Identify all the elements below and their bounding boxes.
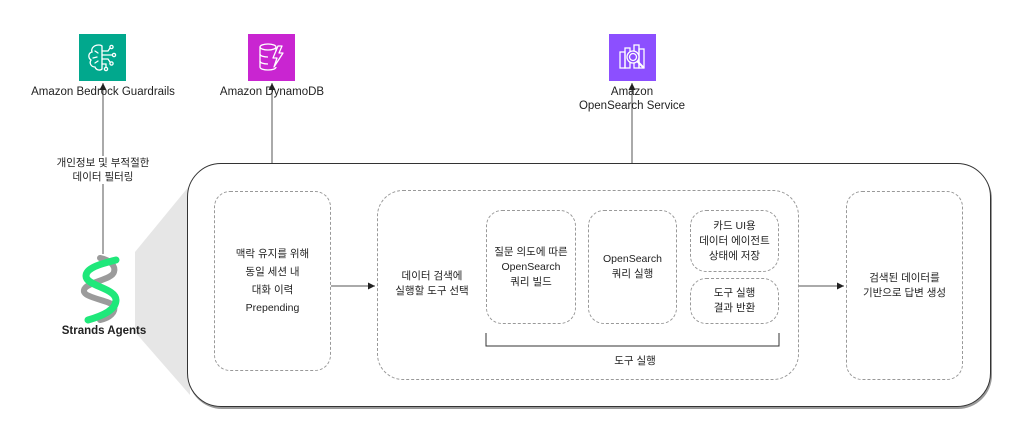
guardrails-edge-label: 개인정보 및 부적절한 데이터 필터링 xyxy=(45,156,161,184)
step-context-prepending[interactable]: 맥락 유지를 위해 동일 세션 내 대화 이력 Prepending xyxy=(214,191,331,371)
dynamodb-label: Amazon DynamoDB xyxy=(219,86,325,98)
step-return-result[interactable]: 도구 실행 결과 반환 xyxy=(690,278,779,324)
step-context-text: 맥락 유지를 위해 동일 세션 내 대화 이력 Prepending xyxy=(235,248,310,314)
bedrock-guardrails-icon xyxy=(79,34,126,81)
step-save-state[interactable]: 카드 UI용 데이터 에이전트 상태에 저장 xyxy=(690,210,779,272)
step-query-exec[interactable]: OpenSearch 쿼리 실행 xyxy=(588,210,677,324)
guardrails-label: Amazon Bedrock Guardrails xyxy=(31,86,175,98)
step-save-state-text: 카드 UI용 데이터 에이전트 상태에 저장 xyxy=(699,219,770,262)
zoom-funnel xyxy=(135,185,190,395)
step-tool-select-text: 데이터 검색에 실행할 도구 선택 xyxy=(395,270,469,297)
step-query-build[interactable]: 질문 의도에 따른 OpenSearch 쿼리 빌드 xyxy=(486,210,576,324)
step-query-exec-text: OpenSearch 쿼리 실행 xyxy=(603,253,662,280)
strands-agents-label: Strands Agents xyxy=(61,325,147,337)
step-return-result-text: 도구 실행 결과 반환 xyxy=(713,287,756,314)
step-answer-text: 검색된 데이터를 기반으로 답변 생성 xyxy=(862,271,947,299)
dynamodb-icon xyxy=(248,34,295,81)
strands-agents-logo xyxy=(78,254,126,326)
tool-exec-bracket xyxy=(485,333,780,347)
opensearch-label: Amazon OpenSearch Service xyxy=(578,86,686,112)
tool-exec-label: 도구 실행 xyxy=(614,355,656,367)
opensearch-icon xyxy=(609,34,656,81)
step-answer-generation[interactable]: 검색된 데이터를 기반으로 답변 생성 xyxy=(846,191,963,380)
step-query-build-text: 질문 의도에 따른 OpenSearch 쿼리 빌드 xyxy=(494,245,568,288)
